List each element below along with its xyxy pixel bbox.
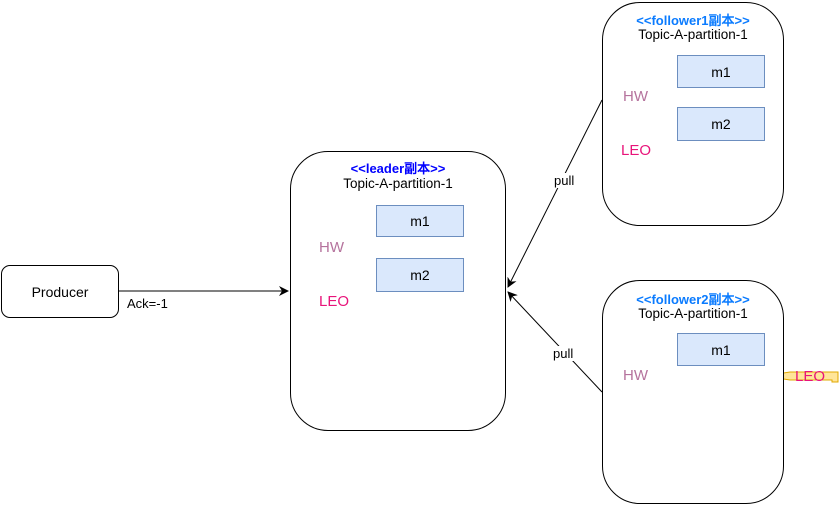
leader-hw-label: HW bbox=[319, 239, 344, 256]
follower2-partition-title: Topic-A-partition-1 bbox=[638, 306, 748, 321]
pull-label-bottom: pull bbox=[552, 346, 575, 361]
follower1-message-m1[interactable]: m1 bbox=[677, 55, 765, 88]
producer-node[interactable]: Producer bbox=[1, 265, 119, 318]
follower1-partition-title: Topic-A-partition-1 bbox=[638, 27, 748, 42]
leader-leo-label: LEO bbox=[319, 293, 350, 310]
follower1-stereotype: <<follower1副本>> bbox=[636, 13, 750, 28]
leader-stereotype: <<leader副本>> bbox=[350, 161, 446, 176]
leader-message-m1[interactable]: m1 bbox=[376, 205, 464, 237]
follower2-stereotype: <<follower2副本>> bbox=[636, 292, 750, 307]
follower2-leo-label: LEO bbox=[795, 368, 826, 385]
follower2-hw-label: HW bbox=[623, 367, 648, 384]
follower2-replica-node[interactable]: <<follower2副本>> Topic-A-partition-1 m1 bbox=[602, 280, 784, 504]
follower1-pull-edge bbox=[507, 99, 603, 288]
producer-label: Producer bbox=[31, 283, 89, 300]
follower2-message-m1[interactable]: m1 bbox=[677, 333, 765, 366]
follower1-replica-node[interactable]: <<follower1副本>> Topic-A-partition-1 m1 m… bbox=[602, 2, 784, 226]
leader-partition-title: Topic-A-partition-1 bbox=[343, 176, 453, 191]
follower1-hw-label: HW bbox=[623, 88, 648, 105]
leader-message-m2[interactable]: m2 bbox=[376, 258, 464, 292]
follower1-leo-label: LEO bbox=[621, 142, 652, 159]
ack-label: Ack=-1 bbox=[127, 296, 168, 311]
leader-replica-node[interactable]: <<leader副本>> Topic-A-partition-1 m1 m2 bbox=[290, 151, 506, 431]
follower1-message-m2[interactable]: m2 bbox=[677, 107, 765, 141]
pull-label-top: pull bbox=[553, 173, 576, 188]
follower2-pull-edge bbox=[507, 291, 603, 393]
